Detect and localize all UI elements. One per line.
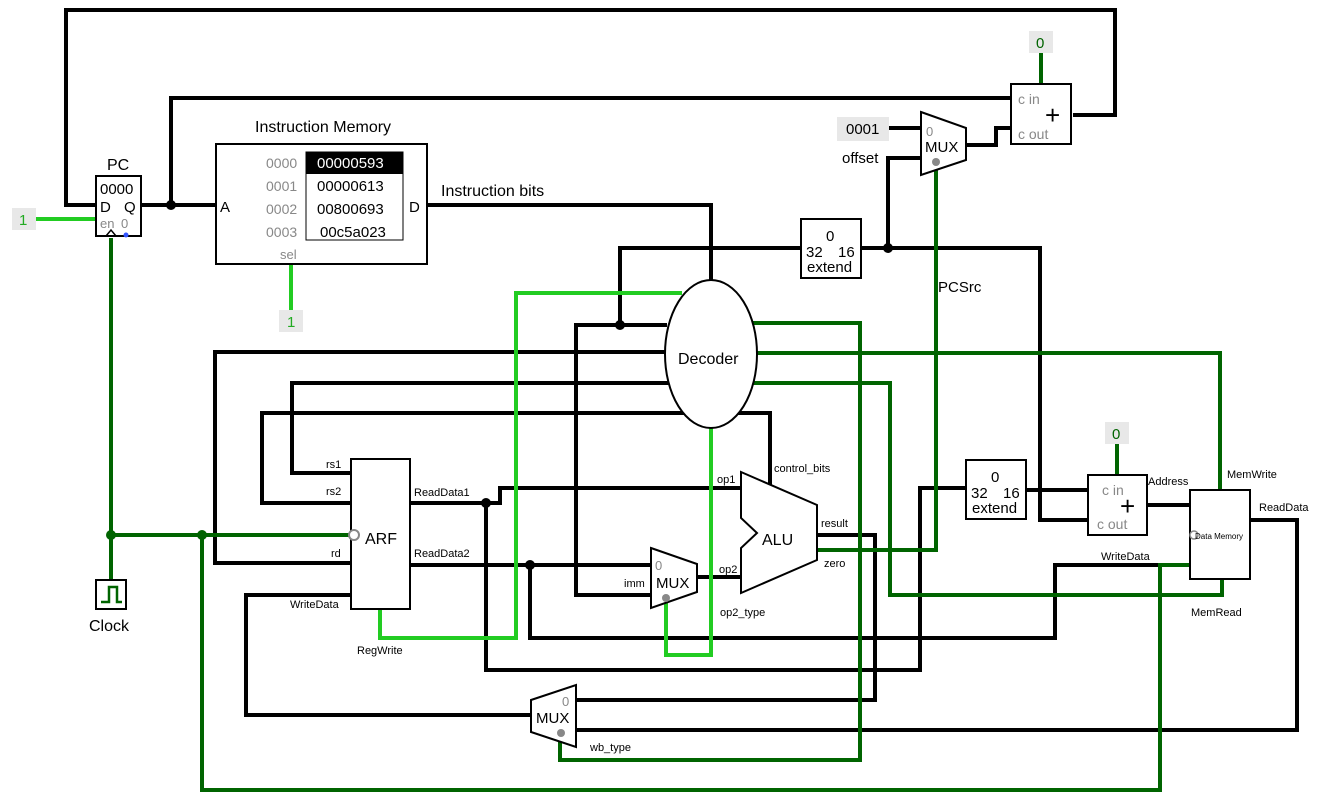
svg-text:ALU: ALU bbox=[762, 532, 793, 549]
instruction-bits-label: Instruction bits bbox=[441, 183, 544, 200]
svg-text:0: 0 bbox=[1036, 35, 1044, 52]
alu-control-bits: control_bits bbox=[774, 463, 831, 475]
dm-writedata: WriteData bbox=[1101, 551, 1151, 563]
wb-type-label: wb_type bbox=[589, 742, 631, 754]
imem-row: 0001 00000613 bbox=[266, 178, 384, 195]
alu-op1: op1 bbox=[717, 474, 735, 486]
svg-text:Data Memory: Data Memory bbox=[1195, 532, 1243, 541]
op2-type-label: op2_type bbox=[720, 607, 765, 619]
svg-text:00000593: 00000593 bbox=[317, 155, 384, 172]
pc-value: 0000 bbox=[100, 181, 133, 198]
pc-title: PC bbox=[107, 157, 129, 174]
instruction-memory[interactable]: Instruction Memory A D sel 0000 00000593… bbox=[215, 119, 428, 265]
svg-text:0000: 0000 bbox=[266, 155, 297, 171]
pc-q-pin: Q bbox=[124, 199, 136, 216]
extend-top[interactable]: 0 32 16 extend bbox=[800, 218, 862, 279]
pc-register[interactable]: PC 0000 D Q en 0 bbox=[95, 157, 142, 238]
svg-text:1: 1 bbox=[287, 314, 295, 331]
arf-rs2: rs2 bbox=[326, 486, 341, 498]
imem-title: Instruction Memory bbox=[255, 119, 391, 136]
alu-result: result bbox=[821, 518, 848, 530]
svg-text:MUX: MUX bbox=[536, 710, 569, 727]
dm-readdata: ReadData bbox=[1259, 502, 1309, 514]
data-memory[interactable]: Data Memory Address MemWrite ReadData Wr… bbox=[1101, 469, 1309, 619]
svg-text:0002: 0002 bbox=[266, 201, 297, 217]
alu-op2: op2 bbox=[719, 564, 737, 576]
pc-adder[interactable]: c in c out + bbox=[1010, 83, 1072, 145]
imem-row: 0000 00000593 bbox=[266, 155, 384, 172]
svg-text:+: + bbox=[1045, 100, 1060, 130]
svg-text:MUX: MUX bbox=[656, 575, 689, 592]
dm-memwrite: MemWrite bbox=[1227, 469, 1277, 481]
decoder[interactable]: Decoder bbox=[664, 279, 758, 429]
svg-text:0001: 0001 bbox=[266, 178, 297, 194]
arf-rd: rd bbox=[331, 548, 341, 560]
svg-text:16: 16 bbox=[838, 244, 855, 261]
svg-text:extend: extend bbox=[807, 259, 852, 276]
svg-text:MUX: MUX bbox=[925, 139, 958, 156]
imem-sel-pin: sel bbox=[280, 247, 297, 262]
offset-label: offset bbox=[842, 150, 879, 167]
extend-bottom[interactable]: 0 32 16 extend bbox=[965, 459, 1027, 520]
svg-text:Decoder: Decoder bbox=[678, 351, 739, 368]
svg-text:0: 0 bbox=[926, 124, 933, 139]
svg-text:00800693: 00800693 bbox=[317, 201, 384, 218]
alu-zero: zero bbox=[824, 558, 845, 570]
svg-text:0: 0 bbox=[1112, 426, 1120, 443]
imem-row: 0002 00800693 bbox=[266, 201, 384, 218]
op2-mux[interactable]: 0 MUX imm op2_type bbox=[624, 546, 765, 619]
wb-mux[interactable]: 0 MUX wb_type bbox=[530, 683, 631, 754]
pc-increment-constant[interactable]: 0001 bbox=[837, 117, 889, 141]
arf-writedata: WriteData bbox=[290, 599, 340, 611]
arf[interactable]: ARF rs1 rs2 rd WriteData ReadData1 ReadD… bbox=[290, 458, 470, 657]
svg-text:extend: extend bbox=[972, 500, 1017, 517]
svg-text:32: 32 bbox=[806, 244, 823, 261]
arf-label: ARF bbox=[365, 531, 397, 548]
svg-text:c in: c in bbox=[1102, 482, 1124, 498]
clock[interactable]: Clock bbox=[89, 579, 130, 635]
svg-text:0: 0 bbox=[562, 694, 569, 709]
svg-text:0: 0 bbox=[655, 558, 662, 573]
address-adder[interactable]: c in c out + bbox=[1087, 474, 1148, 536]
svg-text:00000613: 00000613 bbox=[317, 178, 384, 195]
svg-text:32: 32 bbox=[971, 485, 988, 502]
svg-text:1: 1 bbox=[19, 212, 27, 229]
pc-adder-cin-constant[interactable]: 0 bbox=[1029, 31, 1053, 53]
op2-mux-imm: imm bbox=[624, 578, 645, 590]
pc-d-pin: D bbox=[100, 199, 111, 216]
clock-label: Clock bbox=[89, 618, 130, 635]
svg-text:c in: c in bbox=[1018, 91, 1040, 107]
arf-regwrite: RegWrite bbox=[357, 645, 403, 657]
svg-text:0001: 0001 bbox=[846, 121, 879, 138]
arf-readdata1: ReadData1 bbox=[414, 487, 470, 499]
pc-zero: 0 bbox=[121, 216, 128, 231]
svg-text:00c5a023: 00c5a023 bbox=[320, 224, 386, 241]
svg-text:c out: c out bbox=[1018, 126, 1048, 142]
svg-text:0: 0 bbox=[826, 228, 834, 245]
svg-text:0003: 0003 bbox=[266, 224, 297, 240]
imem-addr-pin: A bbox=[220, 199, 230, 216]
wires bbox=[34, 8, 1299, 792]
pcsrc-label: PCSrc bbox=[938, 279, 982, 296]
dm-memread: MemRead bbox=[1191, 607, 1242, 619]
pc-enable-constant[interactable]: 1 bbox=[12, 208, 36, 230]
imem-data-pin: D bbox=[409, 199, 420, 216]
imem-sel-constant[interactable]: 1 bbox=[279, 310, 303, 332]
address-adder-cin-constant[interactable]: 0 bbox=[1105, 422, 1129, 444]
pc-mux[interactable]: 0 MUX bbox=[920, 110, 967, 177]
dm-address: Address bbox=[1148, 476, 1189, 488]
arf-readdata2: ReadData2 bbox=[414, 548, 470, 560]
alu[interactable]: ALU op1 op2 control_bits result zero bbox=[717, 463, 848, 595]
pc-en-pin: en bbox=[100, 216, 114, 231]
svg-text:c out: c out bbox=[1097, 516, 1127, 532]
svg-text:+: + bbox=[1120, 491, 1135, 521]
svg-text:16: 16 bbox=[1003, 485, 1020, 502]
arf-rs1: rs1 bbox=[326, 459, 341, 471]
imem-row: 0003 00c5a023 bbox=[266, 224, 386, 241]
svg-text:0: 0 bbox=[991, 469, 999, 486]
